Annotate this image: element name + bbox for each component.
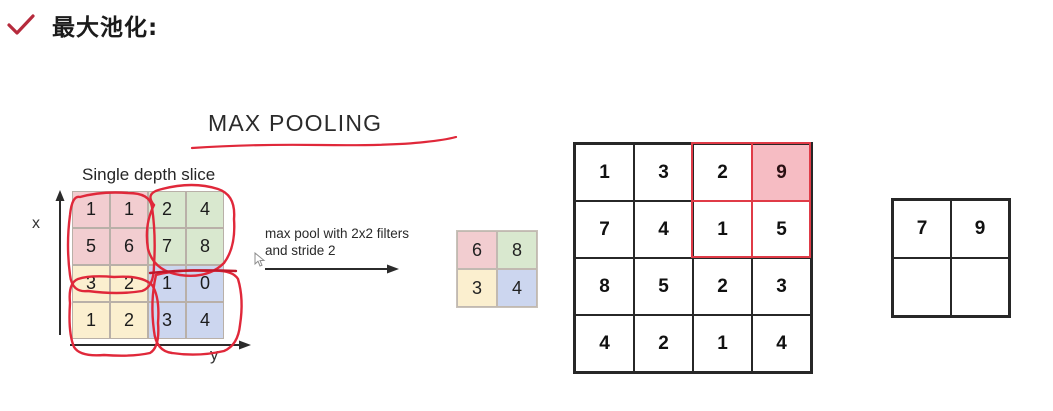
matrix-cell: 3 (72, 265, 110, 302)
cursor-pointer-icon (254, 251, 266, 268)
matrix-cell: 1 (110, 191, 148, 228)
matrix-cell: 4 (186, 302, 224, 339)
pool-caption-line1: max pool with 2x2 filters (265, 226, 410, 241)
matrix-cell: 2 (110, 302, 148, 339)
matrix-cell-highlighted: 9 (752, 144, 811, 201)
pool-caption-line2: and stride 2 (265, 243, 336, 258)
matrix-cell: 2 (148, 191, 186, 228)
matrix-cell: 7 (893, 200, 951, 258)
page-heading: 最大池化: (0, 0, 400, 50)
output-matrix-grid: 6 8 3 4 (456, 230, 538, 308)
axis-x-label: x (32, 215, 40, 232)
matrix-cell: 3 (457, 269, 497, 307)
check-icon (4, 8, 38, 42)
axis-x-arrow-icon (52, 189, 68, 335)
matrix-cell: 2 (110, 265, 148, 302)
matrix-cell: 3 (752, 258, 811, 315)
matrix-cell: 1 (693, 315, 752, 372)
matrix-cell: 4 (186, 191, 224, 228)
diagram-title: MAX POOLING (208, 110, 383, 136)
matrix-cell: 3 (634, 144, 693, 201)
matrix-cell: 1 (72, 191, 110, 228)
slice-caption: Single depth slice (82, 165, 216, 184)
input-matrix-grid: 1 1 2 4 5 6 7 8 3 2 1 0 1 2 3 4 (72, 191, 224, 339)
matrix-cell: 8 (575, 258, 634, 315)
matrix-cell: 3 (148, 302, 186, 339)
matrix-cell: 1 (693, 201, 752, 258)
matrix-cell (951, 258, 1009, 316)
matrix-cell: 4 (497, 269, 537, 307)
pool-caption: max pool with 2x2 filters and stride 2 (265, 225, 435, 259)
matrix-cell: 7 (575, 201, 634, 258)
matrix-cell: 6 (110, 228, 148, 265)
matrix-cell: 5 (634, 258, 693, 315)
matrix-cell: 5 (752, 201, 811, 258)
matrix-cell: 6 (457, 231, 497, 269)
page-title: 最大池化: (52, 15, 159, 41)
matrix-cell: 9 (951, 200, 1009, 258)
matrix-cell (893, 258, 951, 316)
matrix-cell: 5 (72, 228, 110, 265)
matrix-cell: 8 (497, 231, 537, 269)
matrix-cell: 2 (693, 144, 752, 201)
matrix-cell: 2 (634, 315, 693, 372)
matrix-cell: 4 (634, 201, 693, 258)
matrix-cell: 0 (186, 265, 224, 302)
matrix-cell: 4 (575, 315, 634, 372)
matrix-cell: 1 (575, 144, 634, 201)
example-matrix-grid: 1 3 2 9 7 4 1 5 8 5 2 3 4 2 1 4 (573, 142, 813, 374)
red-underline-annotation (190, 135, 460, 152)
example-output-matrix-grid: 7 9 (891, 198, 1011, 318)
right-arrow-icon (265, 262, 400, 276)
matrix-cell: 7 (148, 228, 186, 265)
axis-y-arrow-icon (70, 337, 252, 353)
matrix-cell: 1 (72, 302, 110, 339)
matrix-cell: 2 (693, 258, 752, 315)
matrix-cell: 8 (186, 228, 224, 265)
matrix-cell: 1 (148, 265, 186, 302)
matrix-cell: 4 (752, 315, 811, 372)
single-depth-slice-figure: Single depth slice x y 1 1 2 4 5 6 7 8 3… (30, 165, 290, 370)
